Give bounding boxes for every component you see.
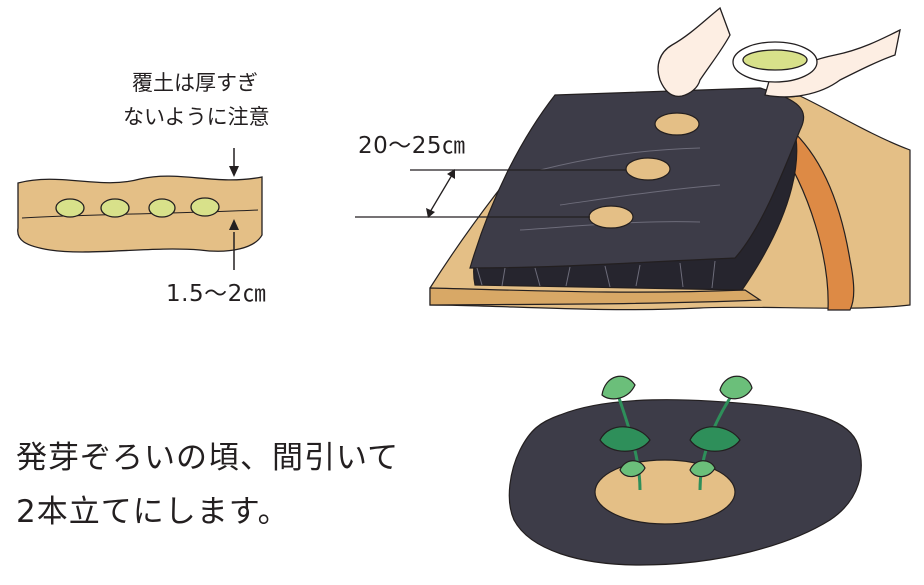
depth-label: 1.5〜2㎝ — [166, 281, 267, 307]
seedling-patch — [508, 375, 862, 566]
spacing-dimension — [355, 169, 626, 218]
seed — [100, 198, 130, 218]
seed — [55, 198, 85, 218]
thinning-caption-line2: 2本立てにします。 — [16, 494, 290, 530]
thinning-caption-line1: 発芽ぞろいの頃、間引いて — [16, 440, 400, 476]
cover-soil-note-line1: 覆土は厚すぎ — [132, 71, 258, 95]
hands-sowing — [657, 6, 901, 98]
seed — [148, 198, 176, 218]
cover-soil-note-line2: ないように注意 — [123, 105, 270, 129]
depth-arrows — [229, 148, 239, 270]
soil-cross-section — [17, 175, 263, 253]
spacing-label: 20〜25㎝ — [358, 133, 466, 159]
seed — [190, 197, 220, 217]
mulch-bed — [429, 87, 911, 311]
